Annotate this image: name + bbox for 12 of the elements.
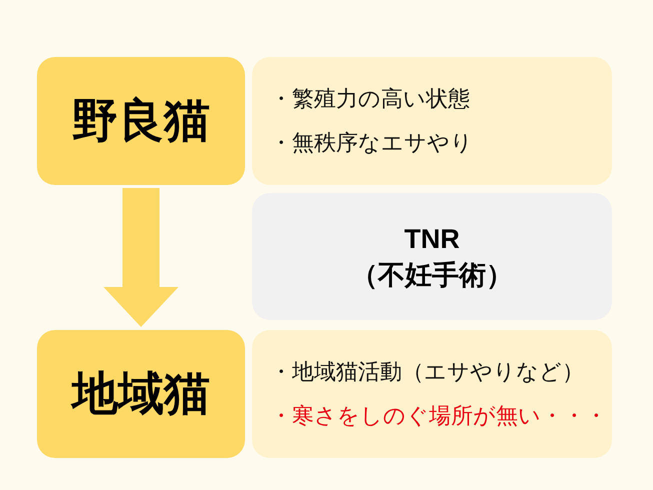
bullet-text: ・地域猫活動（エサやりなど）	[270, 358, 585, 386]
box-title: 野良猫	[72, 93, 210, 148]
category-box	[37, 330, 245, 458]
bullet-text: ・寒さをしのぐ場所が無い・・・	[270, 402, 608, 430]
box-title: TNR （不妊手術）	[350, 222, 514, 292]
bullet-text: ・無秩序なエサやり	[270, 128, 474, 156]
box-title: 地域猫	[72, 366, 210, 422]
category-box	[37, 57, 245, 185]
bullet-text: ・繁殖力の高い状態	[270, 84, 471, 113]
note-box	[252, 330, 612, 458]
block-arrow	[104, 188, 178, 327]
note-box	[252, 57, 612, 185]
